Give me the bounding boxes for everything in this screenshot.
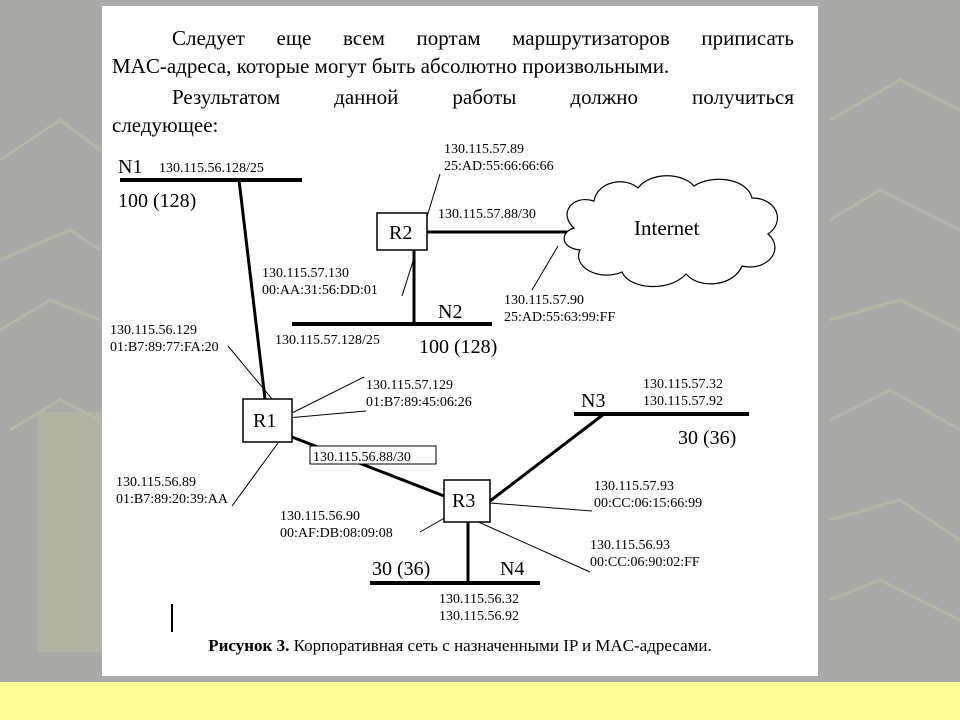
r3-n3-mac: 00:CC:06:15:66:99 bbox=[594, 496, 702, 511]
r2-inet-ip: 130.115.57.89 bbox=[444, 142, 524, 157]
inet-ip: 130.115.57.90 bbox=[504, 293, 584, 308]
r1-label: R1 bbox=[253, 410, 276, 432]
n2-name: N2 bbox=[438, 301, 462, 323]
r3-n4-mac: 00:CC:06:90:02:FF bbox=[590, 555, 700, 570]
paragraph-1-line-2: MAC-адреса, которые могут быть абсолютно… bbox=[112, 54, 670, 78]
router-r1 bbox=[242, 398, 293, 443]
n3-ip1: 130.115.57.32 bbox=[643, 377, 723, 392]
n2-net: 130.115.57.128/25 bbox=[275, 333, 380, 348]
caption-text: Корпоративная сеть с назначенными IP и M… bbox=[293, 636, 712, 655]
paragraph-2-line-1: Результатом данной работы должно получит… bbox=[172, 85, 794, 109]
r1-r3-mac: 01:B7:89:20:39:AA bbox=[116, 492, 229, 507]
document-page: Следует еще всем портам маршрутизаторов … bbox=[102, 6, 818, 676]
r3-r1-mac: 00:AF:DB:08:09:08 bbox=[280, 526, 393, 541]
n1-name: N1 bbox=[118, 156, 142, 178]
r1-n1-ip: 130.115.56.129 bbox=[110, 323, 197, 338]
r2-inet-net: 130.115.57.88/30 bbox=[438, 207, 536, 222]
n1-size: 100 (128) bbox=[118, 190, 196, 212]
internet-label: Internet bbox=[634, 216, 699, 240]
r3-n3-link bbox=[489, 412, 605, 503]
inet-mac: 25:AD:55:63:99:FF bbox=[504, 310, 615, 325]
r3-label: R3 bbox=[452, 490, 475, 512]
r1-n1-mac: 01:B7:89:77:FA:20 bbox=[110, 340, 219, 355]
text-cursor bbox=[171, 604, 173, 632]
paragraph-2-line-2: следующее: bbox=[112, 113, 219, 137]
n4-ip1: 130.115.56.32 bbox=[439, 592, 519, 607]
r1-r3-ip: 130.115.56.89 bbox=[116, 475, 196, 490]
background-decoration bbox=[0, 78, 960, 622]
n4-name: N4 bbox=[500, 558, 524, 580]
network-diagram: Internet R2 R1 R3 130.115.56.88/30 N1 13… bbox=[110, 142, 779, 624]
r3-r1-ip: 130.115.56.90 bbox=[280, 509, 360, 524]
background-block bbox=[38, 412, 102, 652]
caption-number: Рисунок 3. bbox=[208, 636, 290, 655]
r2-inet-mac: 25:AD:55:66:66:66 bbox=[444, 159, 554, 174]
n1-r1-link bbox=[237, 179, 267, 400]
r1-n2-ip: 130.115.57.129 bbox=[366, 378, 453, 393]
r2-n2-ip: 130.115.57.130 bbox=[262, 266, 349, 281]
r3-n4-ip: 130.115.56.93 bbox=[590, 538, 670, 553]
r2-label: R2 bbox=[389, 222, 412, 244]
router-r3 bbox=[443, 479, 491, 523]
r3-n3-ip: 130.115.57.93 bbox=[594, 479, 674, 494]
router-r2 bbox=[376, 212, 428, 251]
n4-size: 30 (36) bbox=[372, 558, 430, 580]
r1-n2-mac: 01:B7:89:45:06:26 bbox=[366, 395, 472, 410]
n3-name: N3 bbox=[581, 390, 605, 412]
paragraph-1-line-1: Следует еще всем портам маршрутизаторов … bbox=[172, 26, 794, 50]
internet-cloud bbox=[563, 175, 779, 288]
r1-r3-net-box bbox=[309, 445, 437, 465]
r1-r3-net: 130.115.56.88/30 bbox=[313, 450, 411, 465]
n2-size: 100 (128) bbox=[419, 336, 497, 358]
footer-band bbox=[0, 682, 960, 720]
figure-caption: Рисунок 3. Корпоративная сеть с назначен… bbox=[102, 636, 818, 656]
n1-net: 130.115.56.128/25 bbox=[159, 161, 264, 176]
n4-ip2: 130.115.56.92 bbox=[439, 609, 519, 624]
r2-n2-mac: 00:AA:31:56:DD:01 bbox=[262, 283, 378, 298]
n3-ip2: 130.115.57.92 bbox=[643, 394, 723, 409]
n3-size: 30 (36) bbox=[678, 427, 736, 449]
